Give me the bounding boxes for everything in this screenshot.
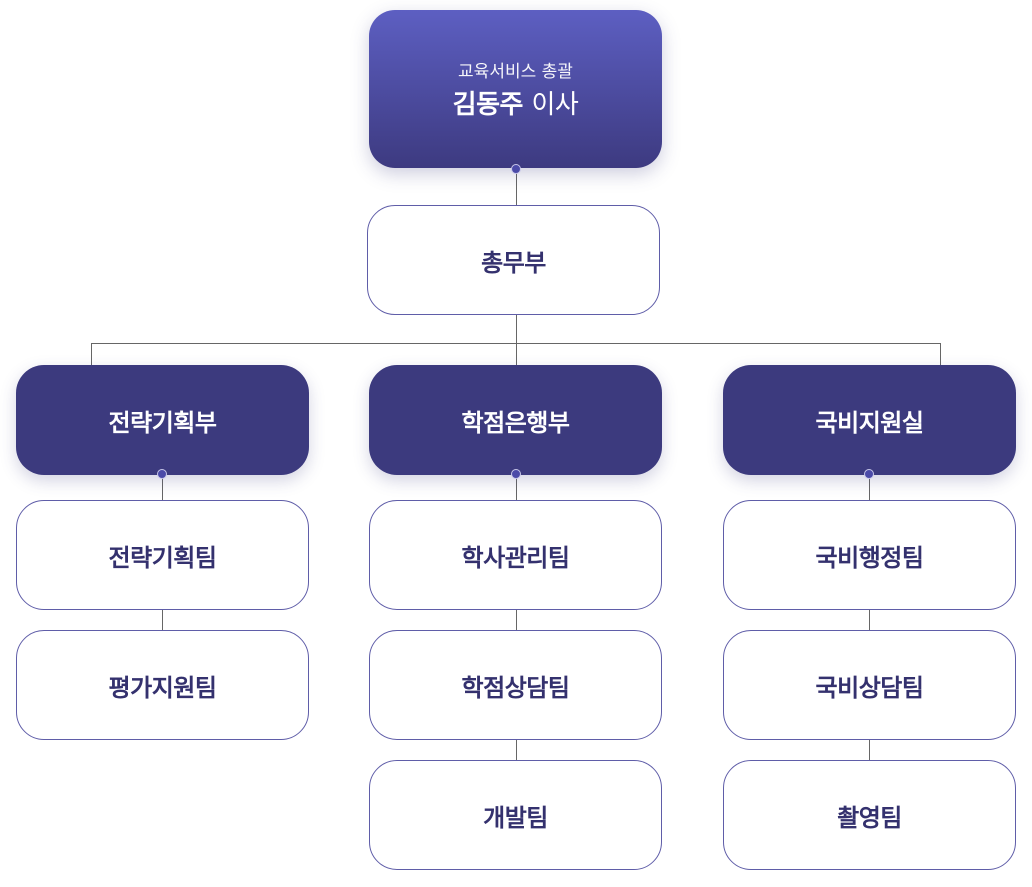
top-executive-main: 김동주 이사 [453,84,579,121]
team-box: 평가지원팀 [16,630,309,740]
general-affairs-label: 총무부 [481,248,546,277]
team-label: 국비행정팀 [815,543,924,572]
connector-general-branch [516,314,517,344]
department-box: 국비지원실 [723,365,1016,475]
department-label: 학점은행부 [461,408,570,437]
team-box: 학점상담팀 [369,630,662,740]
team-box: 개발팀 [369,760,662,870]
connector-dept2-team1 [516,474,517,501]
connector-dept2-team3 [516,739,517,761]
team-box: 전략기획팀 [16,500,309,610]
connector-dot [157,469,167,479]
team-label: 개발팀 [483,803,548,832]
team-label: 학점상담팀 [461,673,570,702]
top-executive-box: 교육서비스 총괄 김동주 이사 [369,10,662,168]
connector-dept1-team2 [162,609,163,631]
team-label: 학사관리팀 [461,543,570,572]
team-box: 국비행정팀 [723,500,1016,610]
department-box: 전략기획부 [16,365,309,475]
top-executive-title: 이사 [531,90,579,120]
team-box: 국비상담팀 [723,630,1016,740]
connector-dept2-team2 [516,609,517,631]
connector-dot [511,164,521,174]
team-label: 평가지원팀 [108,673,217,702]
connector-dept3-team3 [869,739,870,761]
top-executive-subtitle: 교육서비스 총괄 [458,62,573,82]
connector-dot [864,469,874,479]
connector-dept3-team2 [869,609,870,631]
top-executive-name: 김동주 [452,90,524,120]
connector-branch-right [940,343,941,365]
general-affairs-box: 총무부 [367,205,660,315]
team-label: 전략기획팀 [108,543,217,572]
team-label: 국비상담팀 [815,673,924,702]
department-label: 전략기획부 [108,408,217,437]
connector-branch-left [91,343,92,365]
connector-dept1-team1 [162,474,163,501]
team-box: 학사관리팀 [369,500,662,610]
department-label: 국비지원실 [815,408,924,437]
department-box: 학점은행부 [369,365,662,475]
connector-top-general [516,168,517,206]
team-label: 촬영팀 [837,803,902,832]
team-box: 촬영팀 [723,760,1016,870]
connector-dot [511,469,521,479]
connector-dept3-team1 [869,474,870,501]
connector-branch-center [516,343,517,365]
